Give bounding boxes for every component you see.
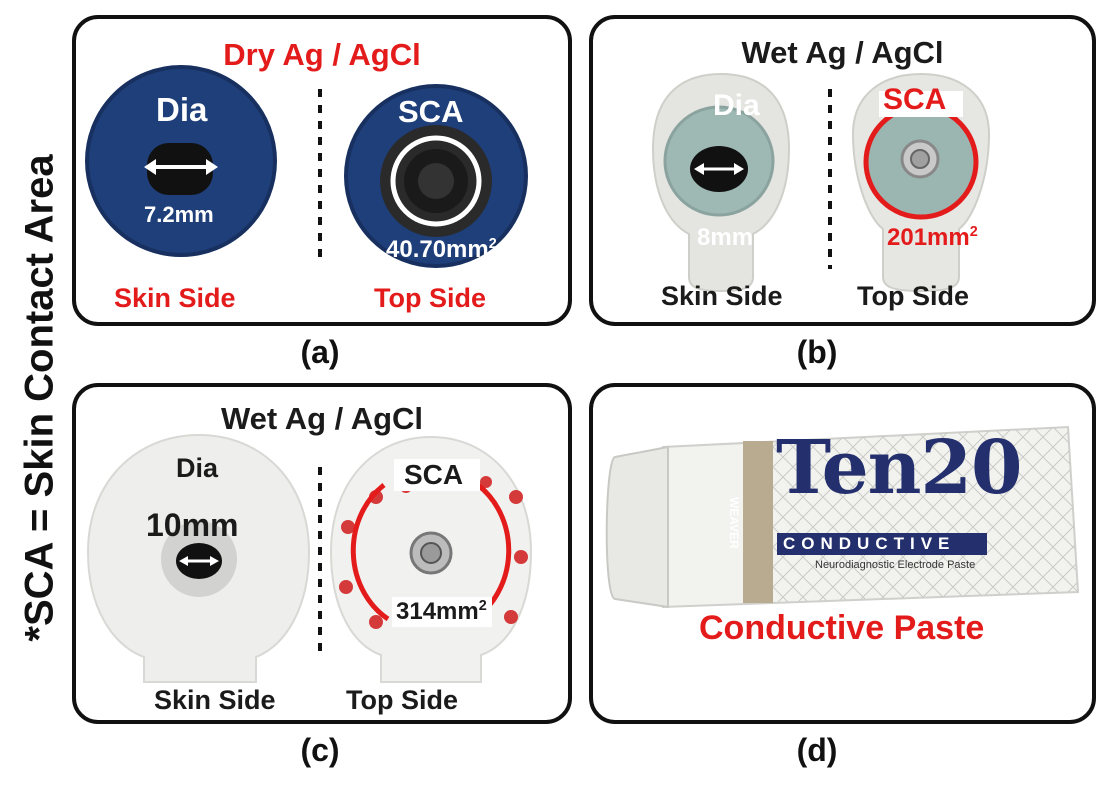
paste-brand: Ten20 [776, 425, 1022, 511]
panel-d-label: Conductive Paste [699, 609, 985, 647]
panel-a-dry-electrode: Dry Ag / AgCl Dia 7.2mm SCA 40.70mm2 Ski… [72, 15, 572, 326]
panel-c-title: Wet Ag / AgCl [220, 401, 424, 436]
panel-b-sca-value: 201mm2 [887, 224, 978, 251]
panel-c-wet-electrode: Wet Ag / AgCl Dia 10mm SCA 314mm2 Skin S… [72, 383, 572, 724]
caption-d: (d) [796, 732, 838, 768]
paste-maker: WEAVER [727, 497, 741, 549]
panel-c-sca-label: SCA [404, 459, 464, 490]
caption-c: (c) [300, 732, 340, 768]
paste-product-line: Neurodiagnostic Electrode Paste [815, 559, 976, 571]
panel-a-title: Dry Ag / AgCl [223, 37, 421, 72]
caption-b: (b) [796, 334, 838, 370]
panel-b-title: Wet Ag / AgCl [741, 35, 944, 70]
panel-a-sca-label: SCA [398, 94, 464, 129]
paste-tube-photo [605, 425, 1080, 609]
panel-c-dia-value: 10mm [146, 507, 239, 543]
panel-b-skin-side: Skin Side [661, 281, 783, 311]
dry-electrode-photo [85, 65, 528, 268]
panel-b-dia-label: Dia [713, 89, 760, 122]
panel-c-sca-value: 314mm2 [396, 598, 487, 625]
wet-electrode-8mm-photo [651, 72, 991, 293]
caption-a: (a) [300, 334, 340, 370]
panel-a-skin-side: Skin Side [114, 283, 236, 313]
panel-c-skin-side: Skin Side [154, 685, 276, 715]
panel-b-sca-label: SCA [883, 83, 947, 116]
panel-b-wet-electrode: Wet Ag / AgCl Dia 8mm SCA 201mm2 Skin Si… [589, 15, 1096, 326]
panel-a-dia-label: Dia [156, 91, 208, 128]
panel-b-top-side: Top Side [857, 281, 969, 311]
panel-a-top-side: Top Side [374, 283, 486, 313]
panel-c-dia-label: Dia [176, 453, 219, 483]
panel-d-conductive-paste: Ten20 CONDUCTIVE Neurodiagnostic Electro… [589, 383, 1096, 724]
panel-a-sca-value: 40.70mm2 [386, 236, 497, 263]
panel-a-dia-value: 7.2mm [144, 202, 214, 227]
wet-electrode-10mm-photo [86, 433, 533, 683]
panel-b-dia-value: 8mm [697, 224, 754, 251]
side-label: *SCA = Skin Contact Area [0, 0, 80, 796]
panel-c-top-side: Top Side [346, 685, 458, 715]
paste-brand-sub: CONDUCTIVE [783, 534, 956, 553]
sca-definition: *SCA = Skin Contact Area [17, 154, 62, 642]
